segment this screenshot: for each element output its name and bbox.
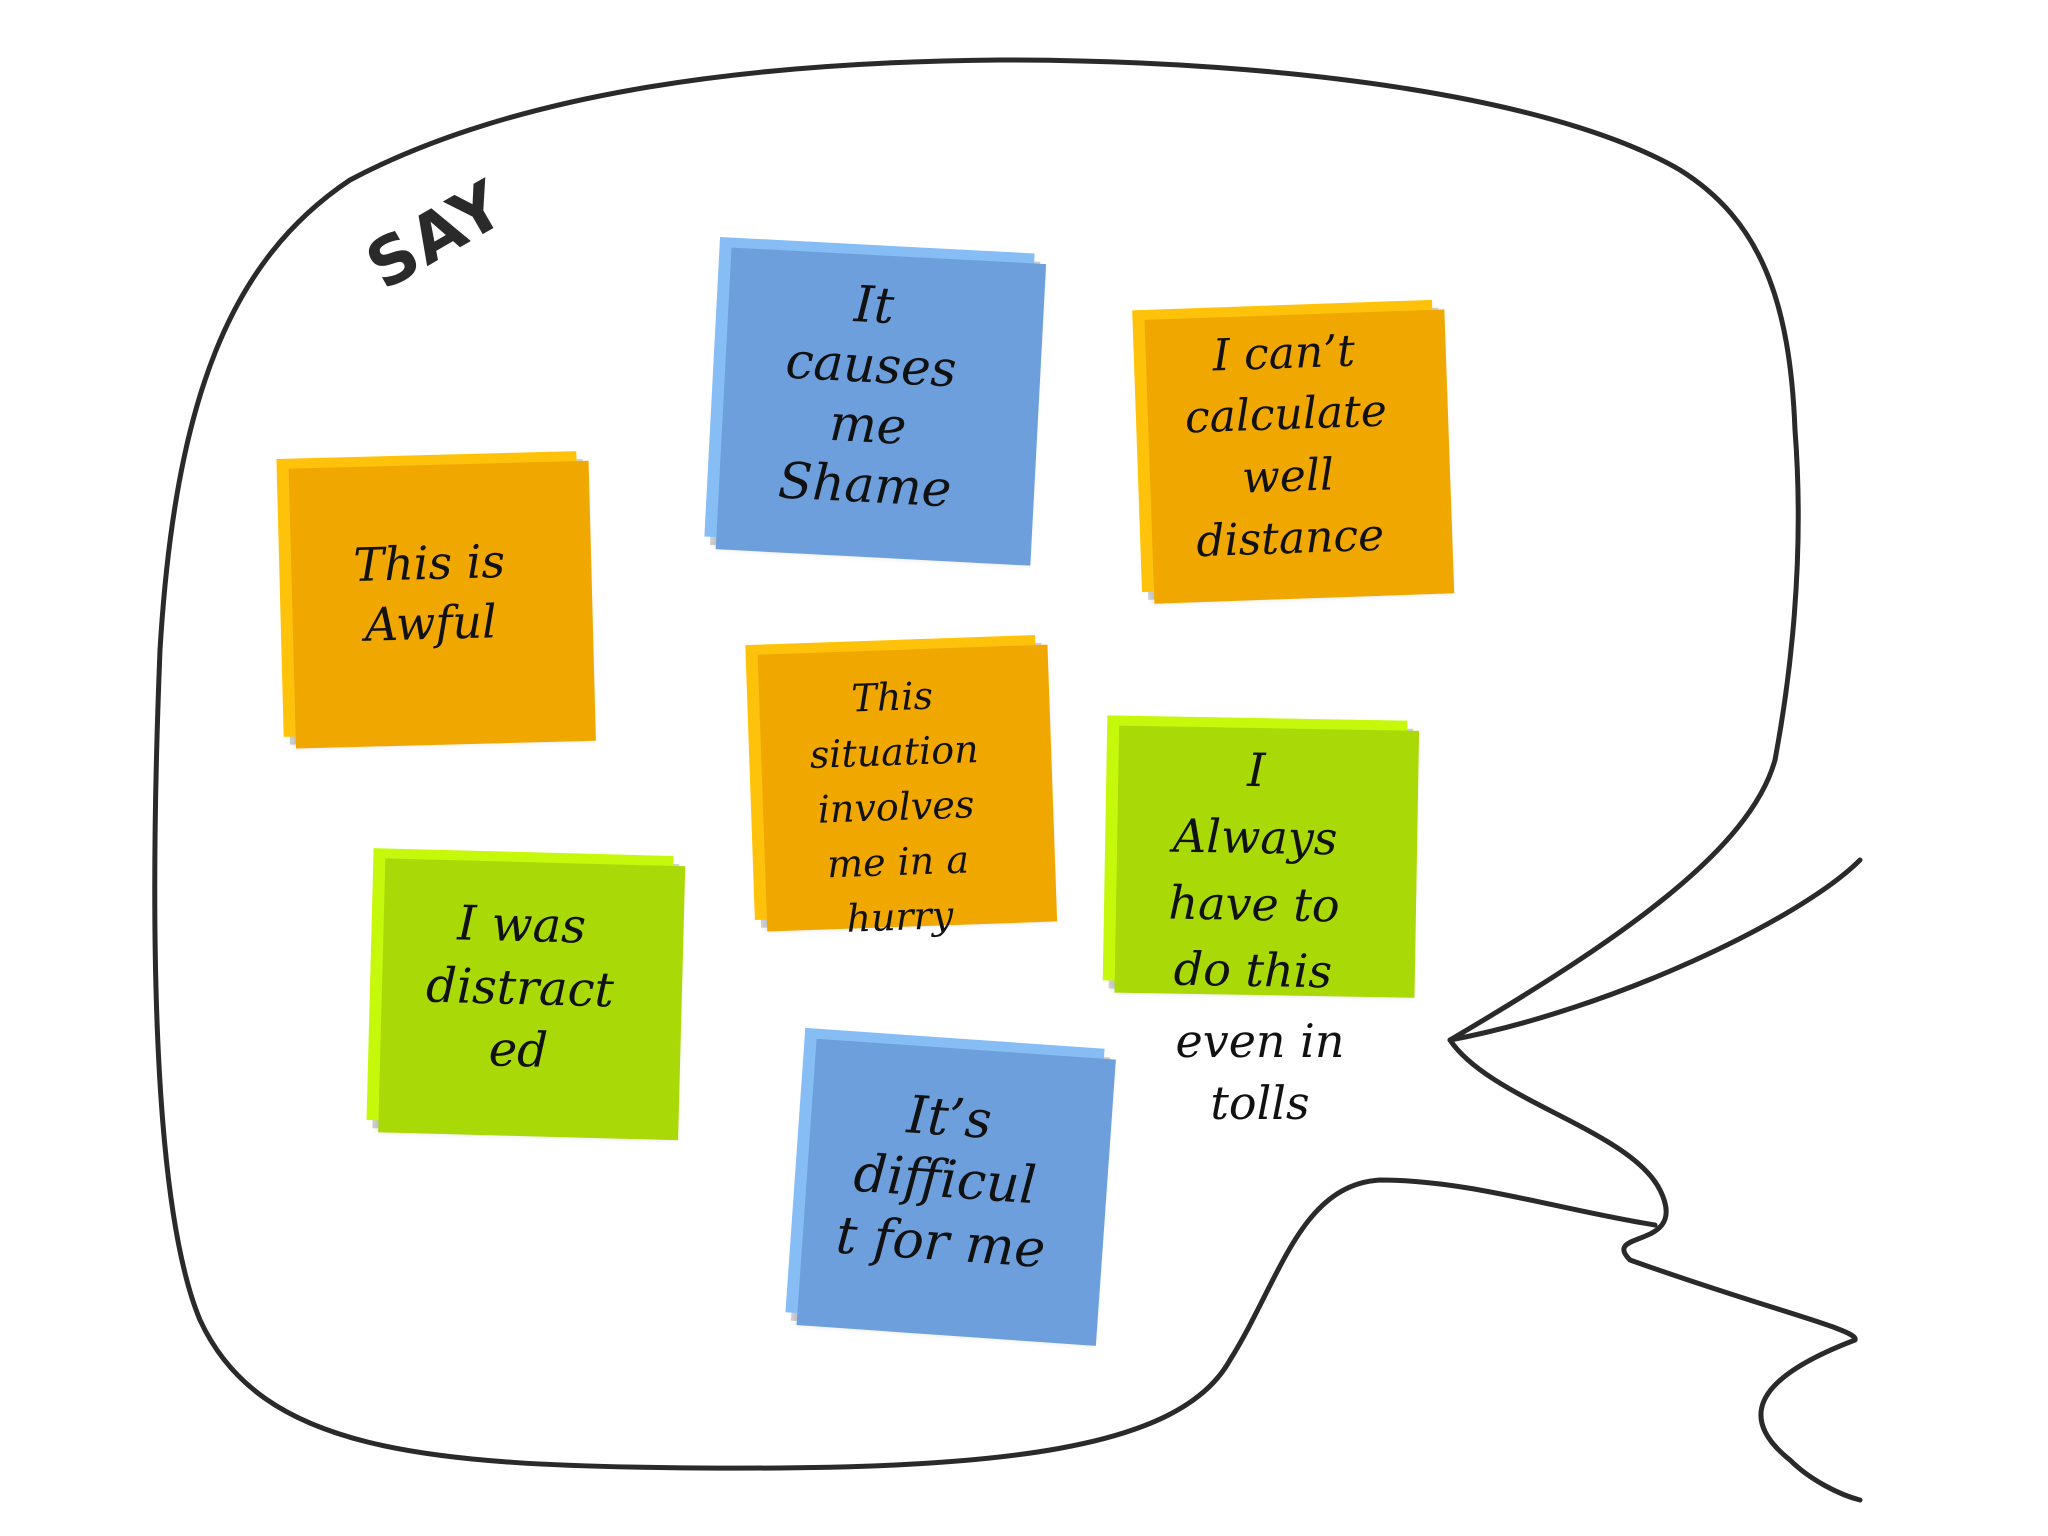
sticky-note-awful[interactable]: This is Awful (276, 451, 584, 737)
sticky-note-shame[interactable]: It causes me Shame (704, 236, 1035, 554)
note-overflow-text: even in tolls (1175, 1014, 1345, 1131)
note-text: I can’t calculate well distance (1184, 325, 1388, 567)
note-text: It’s difficul t for me (834, 1085, 1048, 1280)
sticky-note-distracted[interactable]: I was distract ed (366, 848, 674, 1128)
sticky-note-always[interactable]: I Always have to do this (1102, 715, 1408, 999)
sticky-note-difficult[interactable]: It’s difficul t for me (785, 1027, 1105, 1334)
note-text: I Always have to do this (1168, 742, 1341, 999)
sticky-note-hurry[interactable]: This situation involves me in a hurry (745, 635, 1045, 941)
sticky-note-calculate[interactable]: I can’t calculate well distance (1132, 299, 1442, 593)
note-text: I was distract ed (425, 895, 615, 1079)
note-text: This is Awful (352, 534, 506, 652)
note-text: It causes me Shame (776, 275, 958, 519)
note-text: This situation involves me in a hurry (808, 673, 980, 941)
